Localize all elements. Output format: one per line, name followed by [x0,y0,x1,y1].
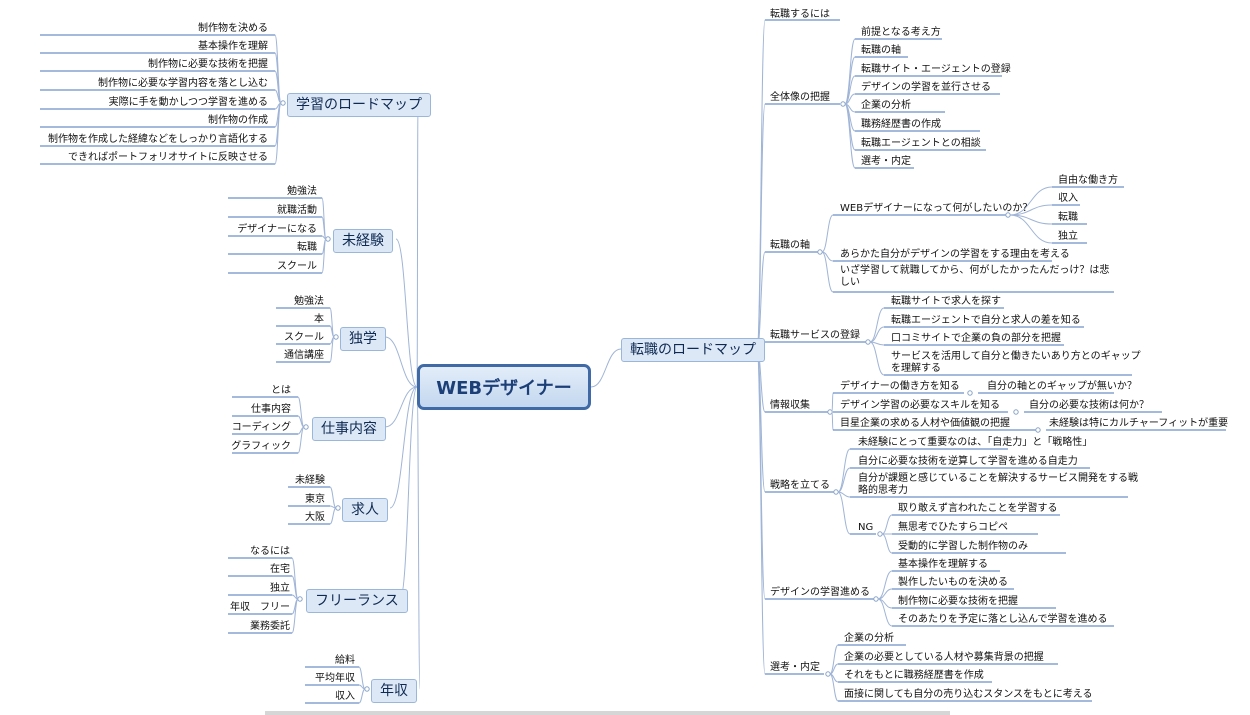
leaf-node[interactable]: 転職エージェントとの相談 [861,138,981,149]
leaf-node[interactable]: 収入 [335,691,355,702]
leaf-node[interactable]: 勉強法 [294,296,324,307]
branch-job-offers[interactable]: 求人 [342,498,388,522]
leaf-node[interactable]: 制作物を決める [198,23,268,34]
leaf-node[interactable]: 給料 [335,655,355,666]
leaf-node[interactable]: 収入 [1058,193,1078,204]
node-strategy[interactable]: 戦略を立てる [770,480,830,491]
leaf-node[interactable]: それをもとに職務経歴書を作成 [844,670,984,681]
leaf-node[interactable]: サービスを活用して自分と働きたいあり方とのギャップを理解する [891,351,1141,374]
leaf-node[interactable]: 企業の分析 [844,633,894,644]
branch-no-experience[interactable]: 未経験 [333,229,393,253]
leaf-node[interactable]: 無思考でひたすらコピペ [898,522,1008,533]
leaf-node[interactable]: 就職活動 [277,205,317,216]
leaf-node[interactable]: 年収 フリー [230,602,290,613]
node-how-to-change-job[interactable]: 転職するには [770,9,830,20]
leaf-node[interactable]: 大阪 [305,512,325,523]
leaf-node[interactable]: 取り敢えず言われたことを学習する [898,503,1058,514]
leaf-node[interactable]: デザインの学習を並行させる [861,82,991,93]
leaf-node[interactable]: 自分の必要な技術は何か？ [1029,400,1149,411]
leaf-node[interactable]: 独立 [270,583,290,594]
leaf-node[interactable]: 選考・内定 [861,156,911,167]
leaf-node[interactable]: デザイナーの働き方を知る [840,381,960,392]
leaf-node[interactable]: 東京 [305,494,325,505]
leaf-node[interactable]: 仕事内容 [251,404,291,415]
node-service-registration[interactable]: 転職サービスの登録 [770,330,860,341]
node-overview[interactable]: 全体像の把握 [770,92,830,103]
leaf-node[interactable]: 転職サイト・エージェントの登録 [861,64,1011,75]
leaf-node[interactable]: 制作物を作成した経緯などをしっかり言語化する [48,134,268,145]
leaf-node[interactable]: 未経験は特にカルチャーフィットが重要 [1049,418,1229,429]
leaf-node[interactable]: 企業の分析 [861,100,911,111]
leaf-node[interactable]: できればポートフォリオサイトに反映させる [68,152,268,163]
leaf-node[interactable]: 平均年収 [315,673,355,684]
leaf-node[interactable]: 制作物に必要な技術を把握 [898,596,1018,607]
leaf-node[interactable]: 勉強法 [287,186,317,197]
leaf-node[interactable]: 目星企業の求める人材や価値観の把握 [840,418,1010,429]
leaf-node[interactable]: 自由な働き方 [1058,175,1118,186]
leaf-node[interactable]: 基本操作を理解する [898,559,988,570]
leaf-node[interactable]: コーディング [231,422,291,433]
leaf-node[interactable]: 制作物に必要な学習内容を落とし込む [98,78,268,89]
leaf-node[interactable]: 未経験にとって重要なのは、「自走力」と「戦略性」 [858,437,1093,448]
leaf-node[interactable]: なるには [250,546,290,557]
node-info-gathering[interactable]: 情報収集 [770,400,810,411]
leaf-node[interactable]: 職務経歴書の作成 [861,119,941,130]
leaf-node[interactable]: とは [271,385,291,396]
leaf-node[interactable]: 自分の軸とのギャップが無いか？ [987,381,1137,392]
leaf-node[interactable]: 転職エージェントで自分と求人の差を知る [891,315,1081,326]
leaf-node[interactable]: 転職 [1058,212,1078,223]
leaf-node[interactable]: 実際に手を動かしつつ学習を進める [108,97,268,108]
node-career-axis[interactable]: 転職の軸 [770,240,810,251]
leaf-node[interactable]: 制作物の作成 [208,115,268,126]
leaf-node[interactable]: 自分に必要な技術を逆算して学習を進める自走力 [858,456,1078,467]
leaf-node[interactable]: 未経験 [295,475,325,486]
node-ng[interactable]: NG [858,522,874,533]
leaf-node[interactable]: グラフィック [231,441,291,452]
leaf-node[interactable]: 在宅 [270,564,290,575]
leaf-node[interactable]: 面接に関しても自分の売り込むスタンスをもとに考える [844,689,1093,700]
leaf-node[interactable]: デザイナーになる [237,224,317,235]
leaf-node[interactable]: 転職 [297,242,317,253]
leaf-node[interactable]: あらかた自分がデザインの学習をする理由を考える [840,249,1070,260]
leaf-node[interactable]: 基本操作を理解 [198,41,268,52]
central-topic[interactable]: WEBデザイナー [417,364,591,410]
leaf-node[interactable]: 前提となる考え方 [861,27,941,38]
node-selection[interactable]: 選考・内定 [770,662,820,673]
leaf-node[interactable]: 転職の軸 [861,45,901,56]
leaf-node[interactable]: 自分が課題と感じていることを解決するサービス開発をする戦略的思考力 [858,473,1138,496]
leaf-node[interactable]: 通信講座 [284,350,324,361]
leaf-node[interactable]: スクール [284,332,324,343]
leaf-node[interactable]: 受動的に学習した制作物のみ [898,541,1028,552]
horizontal-scrollbar[interactable] [265,711,950,715]
branch-self-study[interactable]: 独学 [340,327,386,351]
node-design-study[interactable]: デザインの学習進める [770,587,870,598]
leaf-node[interactable]: 制作物に必要な技術を把握 [148,59,268,70]
branch-freelance[interactable]: フリーランス [306,589,408,613]
leaf-node[interactable]: スクール [277,261,317,272]
leaf-node[interactable]: 本 [314,314,324,325]
node-what-to-do[interactable]: WEBデザイナーになって何がしたいのか？ [840,203,1033,214]
leaf-node[interactable]: 業務委託 [250,621,290,632]
branch-learning-roadmap[interactable]: 学習のロードマップ [287,93,431,117]
leaf-node[interactable]: 口コミサイトで企業の負の部分を把握 [891,333,1061,344]
leaf-node[interactable]: 独立 [1058,231,1078,242]
leaf-node[interactable]: 企業の必要としている人材や募集背景の把握 [844,652,1044,663]
branch-career-change-roadmap[interactable]: 転職のロードマップ [621,338,765,362]
branch-annual-income[interactable]: 年収 [371,679,417,703]
branch-job-content[interactable]: 仕事内容 [312,417,386,441]
leaf-node[interactable]: 製作したいものを決める [898,577,1008,588]
leaf-node[interactable]: いざ学習して就職してから、何がしたかったんだっけ？は悲しい [840,265,1110,288]
leaf-node[interactable]: 転職サイトで求人を探す [891,296,1001,307]
leaf-node[interactable]: そのあたりを予定に落とし込んで学習を進める [898,614,1108,625]
leaf-node[interactable]: デザイン学習の必要なスキルを知る [840,400,1000,411]
